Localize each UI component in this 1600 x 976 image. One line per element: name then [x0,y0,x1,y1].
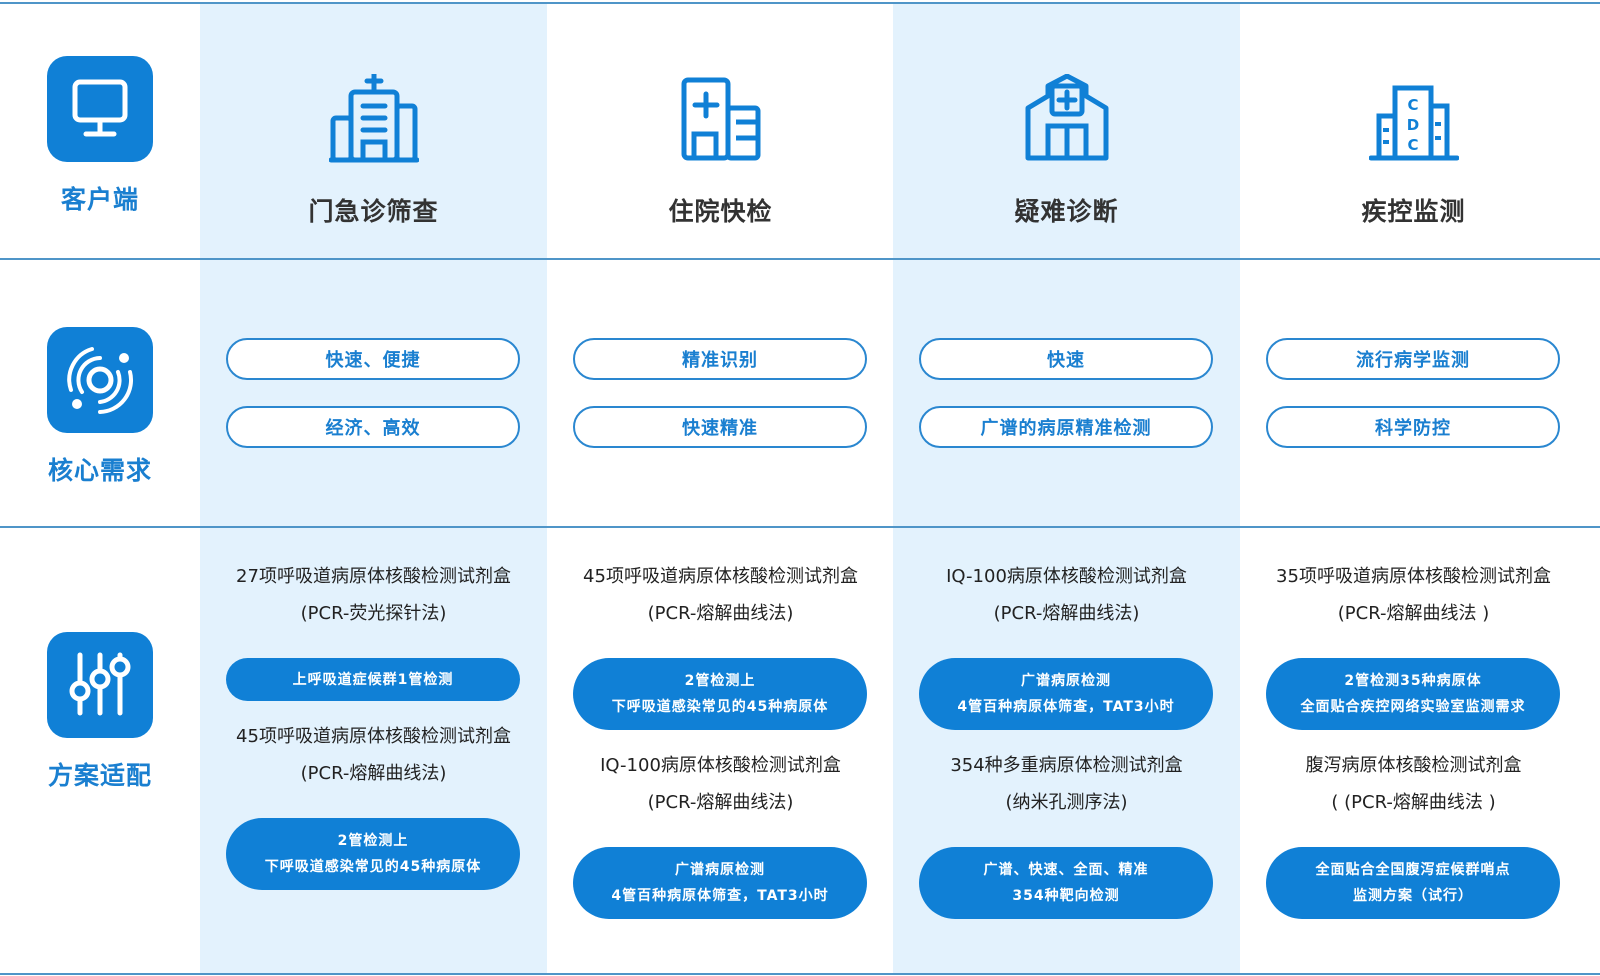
kit-method: ( (PCR-熔解曲线法 ) [1331,792,1496,813]
kit-name: 腹泻病原体核酸检测试剂盒 [1305,755,1522,776]
row-label-clients: 客户端 [0,56,200,216]
solution-tag: 上呼吸道症候群1管检测 [226,658,520,701]
needs-inpatient: 精准识别 快速精准 [547,261,894,527]
hospital-cross-tower-icon [200,68,547,164]
column-header-inpatient: 住院快检 [547,4,894,259]
row-label-needs: 核心需求 [0,327,200,487]
solution-tag-line: 2管检测上 [684,673,756,689]
solution-tag-line: 广谱、快速、全面、精准 [983,862,1149,878]
solution-tag-line: 下呼吸道感染常见的45种病原体 [264,859,482,875]
row-label-solutions: 方案适配 [0,632,200,792]
need-pill: 快速精准 [573,406,867,448]
divider-row-2 [0,526,1600,528]
kit-name: 27项呼吸道病原体核酸检测试剂盒 [236,566,511,587]
solution-tag: 广谱病原检测 4管百种病原体筛查，TAT3小时 [919,658,1213,730]
solution-tag-line: 4管百种病原体筛查，TAT3小时 [957,699,1175,715]
column-title: 疑难诊断 [1014,197,1119,226]
needs-cdc-monitoring: 流行病学监测 科学防控 [1240,261,1587,527]
solutions-inpatient: 45项呼吸道病原体核酸检测试剂盒 (PCR-熔解曲线法) 2管检测上 下呼吸道感… [547,529,894,974]
divider-row-1 [0,258,1600,260]
solutions-cdc-monitoring: 35项呼吸道病原体核酸检测试剂盒 (PCR-熔解曲线法 ) 2管检测35种病原体… [1240,529,1587,974]
kit-name: IQ-100病原体核酸检测试剂盒 [600,755,841,776]
needs-difficult-diagnosis: 快速 广谱的病原精准检测 [893,261,1240,527]
solution-tag-line: 4管百种病原体筛查，TAT3小时 [611,888,829,904]
need-pill: 流行病学监测 [1266,338,1560,380]
divider-bottom [0,973,1600,975]
kit-method: (PCR-熔解曲线法 ) [1337,603,1490,624]
solution-tag: 2管检测上 下呼吸道感染常见的45种病原体 [573,658,867,730]
column-header-cdc-monitoring: C D C 疾控监测 [1240,4,1587,259]
solution-tag-line: 广谱病原检测 [675,862,765,878]
column-title: 门急诊筛查 [308,197,439,226]
solution-tag: 2管检测35种病原体 全面贴合疾控网络实验室监测需求 [1266,658,1560,730]
solution-tag-line: 监测方案（试行） [1353,888,1473,904]
kit-name: 45项呼吸道病原体核酸检测试剂盒 [583,566,858,587]
need-pill: 快速、便捷 [226,338,520,380]
row-label-text: 客户端 [60,185,139,214]
need-pill: 快速 [919,338,1213,380]
kit-method: (PCR-熔解曲线法) [647,792,794,813]
need-pill: 精准识别 [573,338,867,380]
row-label-text: 方案适配 [47,761,152,790]
needs-outpatient: 快速、便捷 经济、高效 [200,261,547,527]
svg-text:C: C [1407,136,1418,154]
kit-method: (PCR-荧光探针法) [300,603,447,624]
solution-tag-line: 2管检测上 [337,833,409,849]
kit-method: (纳米孔测序法) [1005,792,1128,813]
hospital-building-icon [547,68,894,164]
solution-tag: 2管检测上 下呼吸道感染常见的45种病原体 [226,818,520,890]
solution-tag-line: 下呼吸道感染常见的45种病原体 [611,699,829,715]
kit-name: IQ-100病原体核酸检测试剂盒 [946,566,1187,587]
kit-method: (PCR-熔解曲线法) [300,763,447,784]
kit-name: 35项呼吸道病原体核酸检测试剂盒 [1276,566,1551,587]
cdc-building-icon: C D C [1240,68,1587,164]
kit-name: 354种多重病原体检测试剂盒 [950,755,1183,776]
column-title: 住院快检 [668,197,773,226]
column-title: 疾控监测 [1361,197,1466,226]
solution-tag-line: 全面贴合全国腹泻症候群哨点 [1315,862,1511,878]
kit-method: (PCR-熔解曲线法) [647,603,794,624]
kit-name: 45项呼吸道病原体核酸检测试剂盒 [236,726,511,747]
monitor-icon [47,56,153,162]
solution-tag-line: 2管检测35种病原体 [1344,673,1482,689]
solutions-difficult-diagnosis: IQ-100病原体核酸检测试剂盒 (PCR-熔解曲线法) 广谱病原检测 4管百种… [893,529,1240,974]
clinic-house-icon [893,68,1240,164]
solution-tag-line: 354种靶向检测 [1012,888,1120,904]
svg-text:D: D [1406,116,1418,134]
need-pill: 经济、高效 [226,406,520,448]
need-pill: 科学防控 [1266,406,1560,448]
column-highlight-1 [200,4,547,974]
need-pill: 广谱的病原精准检测 [919,406,1213,448]
column-header-difficult-diagnosis: 疑难诊断 [893,4,1240,259]
row-label-text: 核心需求 [47,456,152,485]
solutions-outpatient: 27项呼吸道病原体核酸检测试剂盒 (PCR-荧光探针法) 上呼吸道症候群1管检测… [200,529,547,974]
solution-tag-line: 上呼吸道症候群1管检测 [292,671,454,688]
solution-tag: 广谱病原检测 4管百种病原体筛查，TAT3小时 [573,847,867,919]
solution-tag-line: 全面贴合疾控网络实验室监测需求 [1300,699,1526,715]
svg-text:C: C [1407,96,1418,114]
sliders-icon [47,632,153,738]
column-header-outpatient: 门急诊筛查 [200,4,547,259]
solution-tag: 全面贴合全国腹泻症候群哨点 监测方案（试行） [1266,847,1560,919]
orbit-icon [47,327,153,433]
divider-top [0,2,1600,4]
column-highlight-3 [893,4,1240,974]
solution-tag-line: 广谱病原检测 [1021,673,1111,689]
solution-tag: 广谱、快速、全面、精准 354种靶向检测 [919,847,1213,919]
kit-method: (PCR-熔解曲线法) [993,603,1140,624]
